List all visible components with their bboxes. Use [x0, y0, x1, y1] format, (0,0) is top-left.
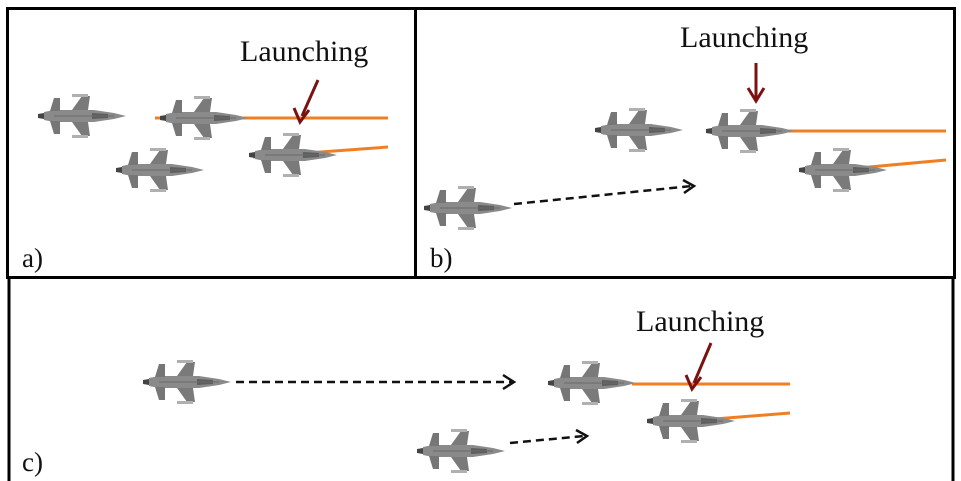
fighter-jet-icon	[798, 147, 888, 193]
movement-arrow-head	[682, 178, 697, 195]
panel-c-annotation: Launching	[636, 305, 765, 338]
panel-a-letter: a)	[22, 243, 43, 273]
movement-arrow	[509, 434, 585, 445]
panel-c	[142, 342, 791, 474]
pointer-arrow-head	[292, 107, 311, 125]
panel-b-frame	[414, 7, 956, 279]
panel-b-annotation: Launching	[680, 21, 809, 54]
fighter-jet-icon	[248, 132, 338, 178]
fighter-jet-icon	[142, 359, 232, 405]
fighter-jet-icon	[705, 108, 795, 154]
movement-arrow-head	[575, 428, 590, 445]
pointer-arrow	[300, 79, 320, 117]
panel-a	[37, 79, 389, 193]
fighter-jet-icon	[416, 428, 506, 474]
panel-frames	[6, 7, 956, 481]
pointer-arrow-head	[684, 374, 703, 392]
panel-a-annotation: Launching	[240, 35, 369, 68]
fighter-jet-icon	[594, 107, 684, 153]
panel-b	[423, 63, 947, 231]
fighter-jet-icon	[159, 95, 249, 141]
fighter-jet-icon	[646, 398, 736, 444]
movement-arrow-head	[502, 373, 517, 391]
fighter-jet-icon	[37, 93, 127, 139]
fighter-jet-icon	[547, 360, 637, 406]
pointer-arrow	[692, 342, 713, 384]
fighter-jet-icon	[115, 147, 205, 193]
pointer-arrow-head	[746, 87, 766, 104]
fighter-jet-icon	[423, 185, 513, 231]
panel-c-letter: c)	[22, 447, 43, 477]
movement-arrow	[513, 184, 693, 206]
panel-b-letter: b)	[430, 243, 453, 273]
